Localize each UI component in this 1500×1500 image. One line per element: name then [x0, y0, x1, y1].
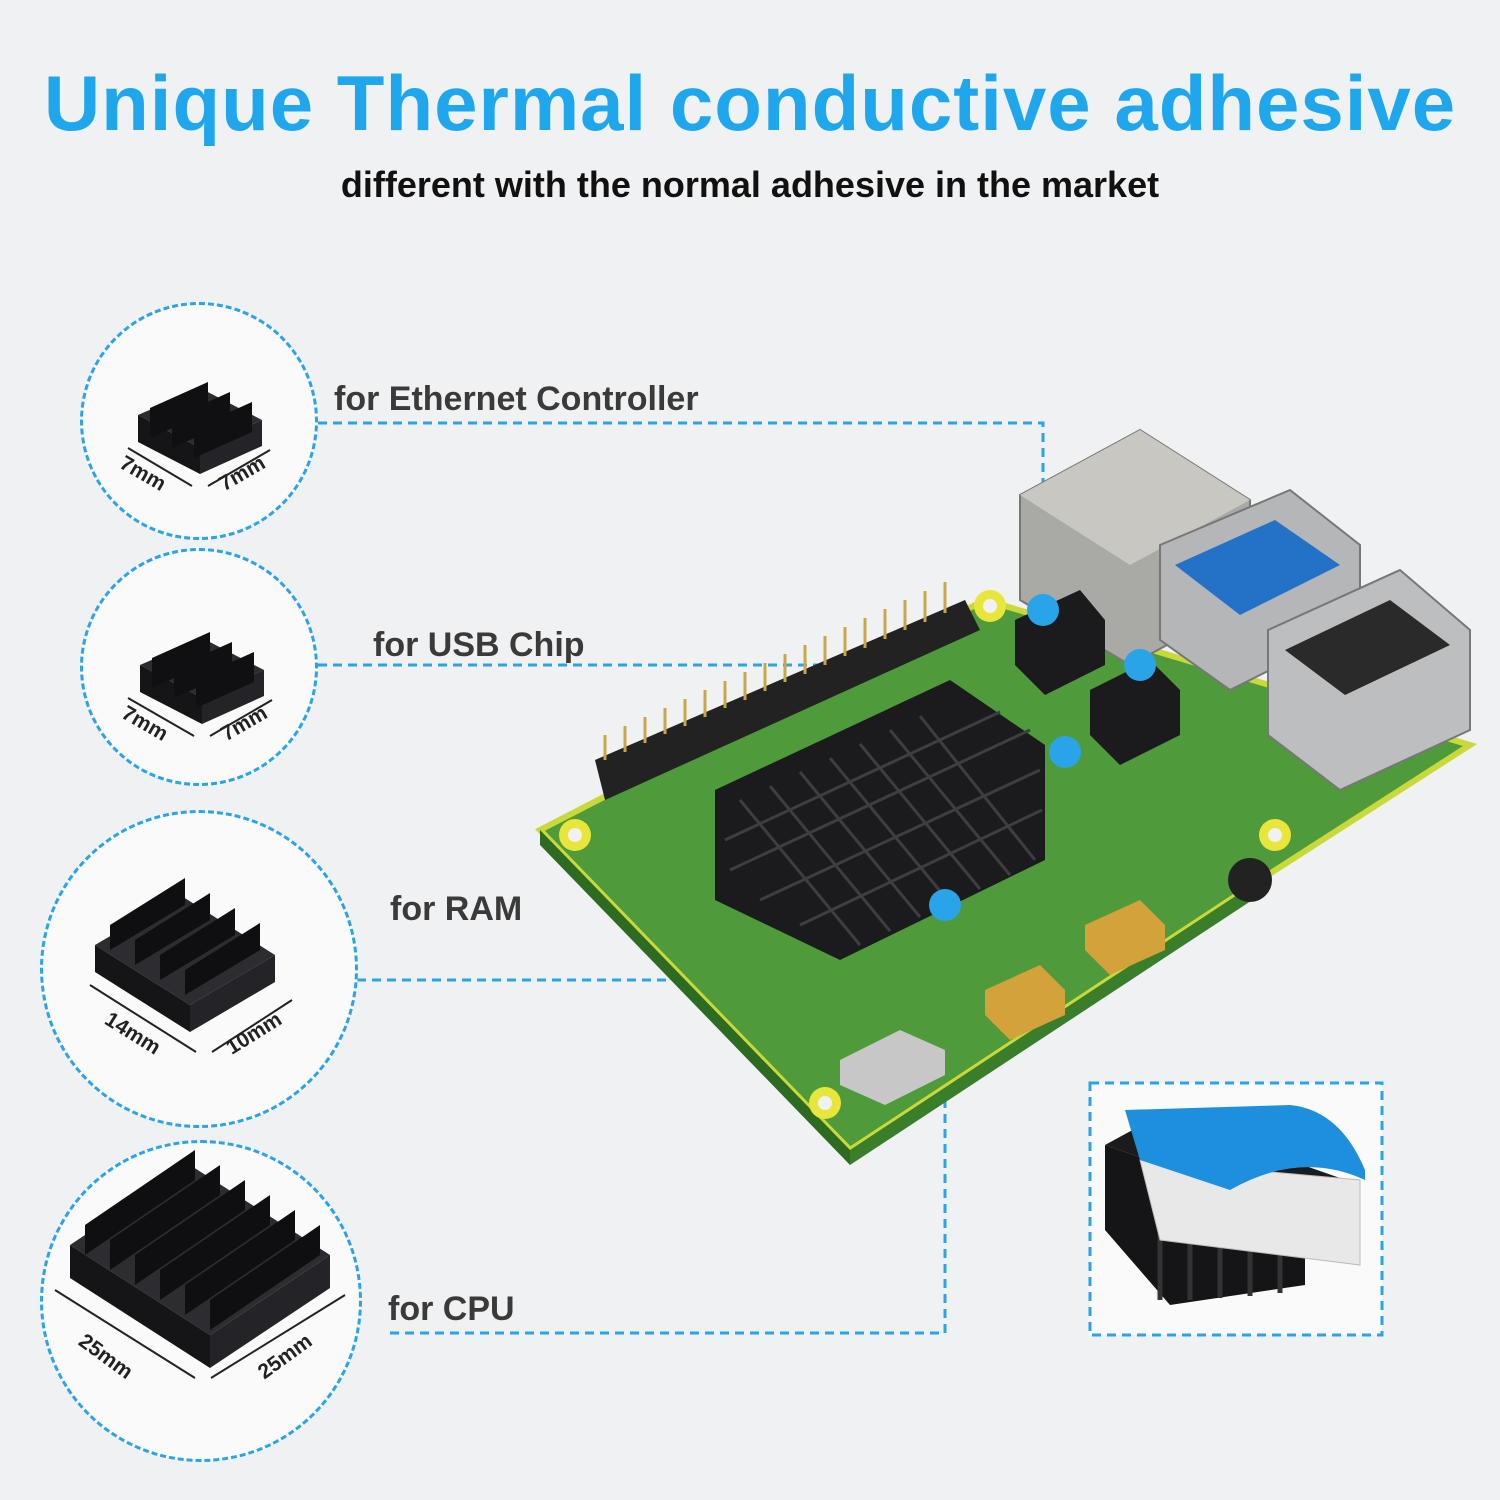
gpio-header: [595, 600, 980, 800]
connector-line-ethernet: [318, 421, 1045, 610]
marker-dot-ram: [1049, 736, 1081, 768]
label-ram: for RAM: [390, 890, 523, 928]
heatsink-circle-cpu: [40, 1140, 362, 1462]
usb-heatsink-mounted: [1090, 660, 1180, 765]
hdmi-port-1: [1085, 900, 1165, 975]
raspberry-pi-board: [535, 428, 1478, 1165]
heatsink-circle-usb: [80, 548, 318, 786]
adhesive-detail-box: [1088, 1081, 1384, 1337]
marker-dot-ethernet: [1027, 594, 1059, 626]
usb-c-port: [840, 1030, 945, 1105]
tape-backing-blue: [1125, 1105, 1365, 1190]
heatsink-circle-ethernet: [80, 302, 318, 540]
marker-dot-cpu: [929, 889, 961, 921]
audio-jack: [1228, 858, 1272, 902]
thermal-pad-white: [1139, 1159, 1361, 1266]
page-title: Unique Thermal conductive adhesive: [43, 59, 1457, 147]
label-ethernet: for Ethernet Controller: [334, 380, 699, 418]
label-usb: for USB Chip: [373, 626, 585, 664]
hdmi-port-0: [985, 965, 1065, 1040]
label-cpu: for CPU: [388, 1290, 515, 1328]
marker-dot-usb: [1124, 649, 1156, 681]
heatsink-circle-ram: [40, 810, 358, 1128]
page-subtitle: different with the normal adhesive in th…: [340, 164, 1160, 205]
marker-dots: [929, 594, 1156, 921]
